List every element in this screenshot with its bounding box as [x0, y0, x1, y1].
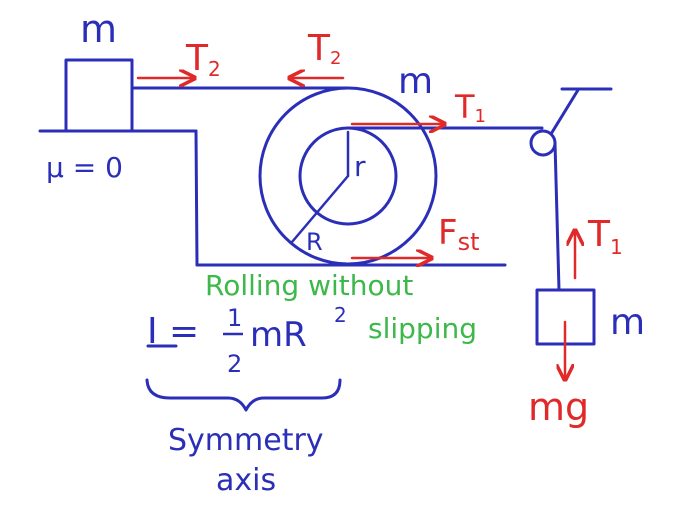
inertia-denominator: 2 [227, 350, 242, 378]
inertia-lhs: I = [147, 311, 199, 352]
label-t1-top: T1 [454, 88, 486, 127]
string-hanging [553, 141, 561, 292]
inertia-numerator: 1 [227, 304, 242, 332]
label-outer-radius: R [306, 228, 323, 256]
pulley-support [549, 88, 580, 136]
label-t2-right: T2 [307, 28, 341, 69]
radius-R-line [290, 174, 350, 244]
table-step [194, 129, 199, 267]
wheel-outer [258, 86, 438, 266]
note-slipping: slipping [368, 312, 477, 345]
label-friction-coeff: μ = 0 [46, 151, 123, 184]
symmetry-brace [145, 378, 342, 412]
label-t2-left: T2 [185, 38, 221, 81]
inertia-rhs: mR [250, 315, 307, 355]
label-friction-force: Fst [438, 213, 479, 256]
axis-label: axis [216, 463, 276, 498]
label-mass-top-left: m [80, 7, 117, 51]
label-mass-wheel: m [398, 61, 433, 102]
label-t1-right: T1 [587, 214, 623, 259]
symmetry-label: Symmetry [168, 423, 324, 458]
label-weight: mg [528, 385, 589, 429]
note-rolling: Rolling without [205, 269, 413, 302]
left-block [64, 58, 134, 133]
label-mass-hanging: m [610, 302, 645, 343]
inertia-exponent: 2 [334, 303, 347, 327]
label-inner-radius: r [354, 150, 366, 183]
